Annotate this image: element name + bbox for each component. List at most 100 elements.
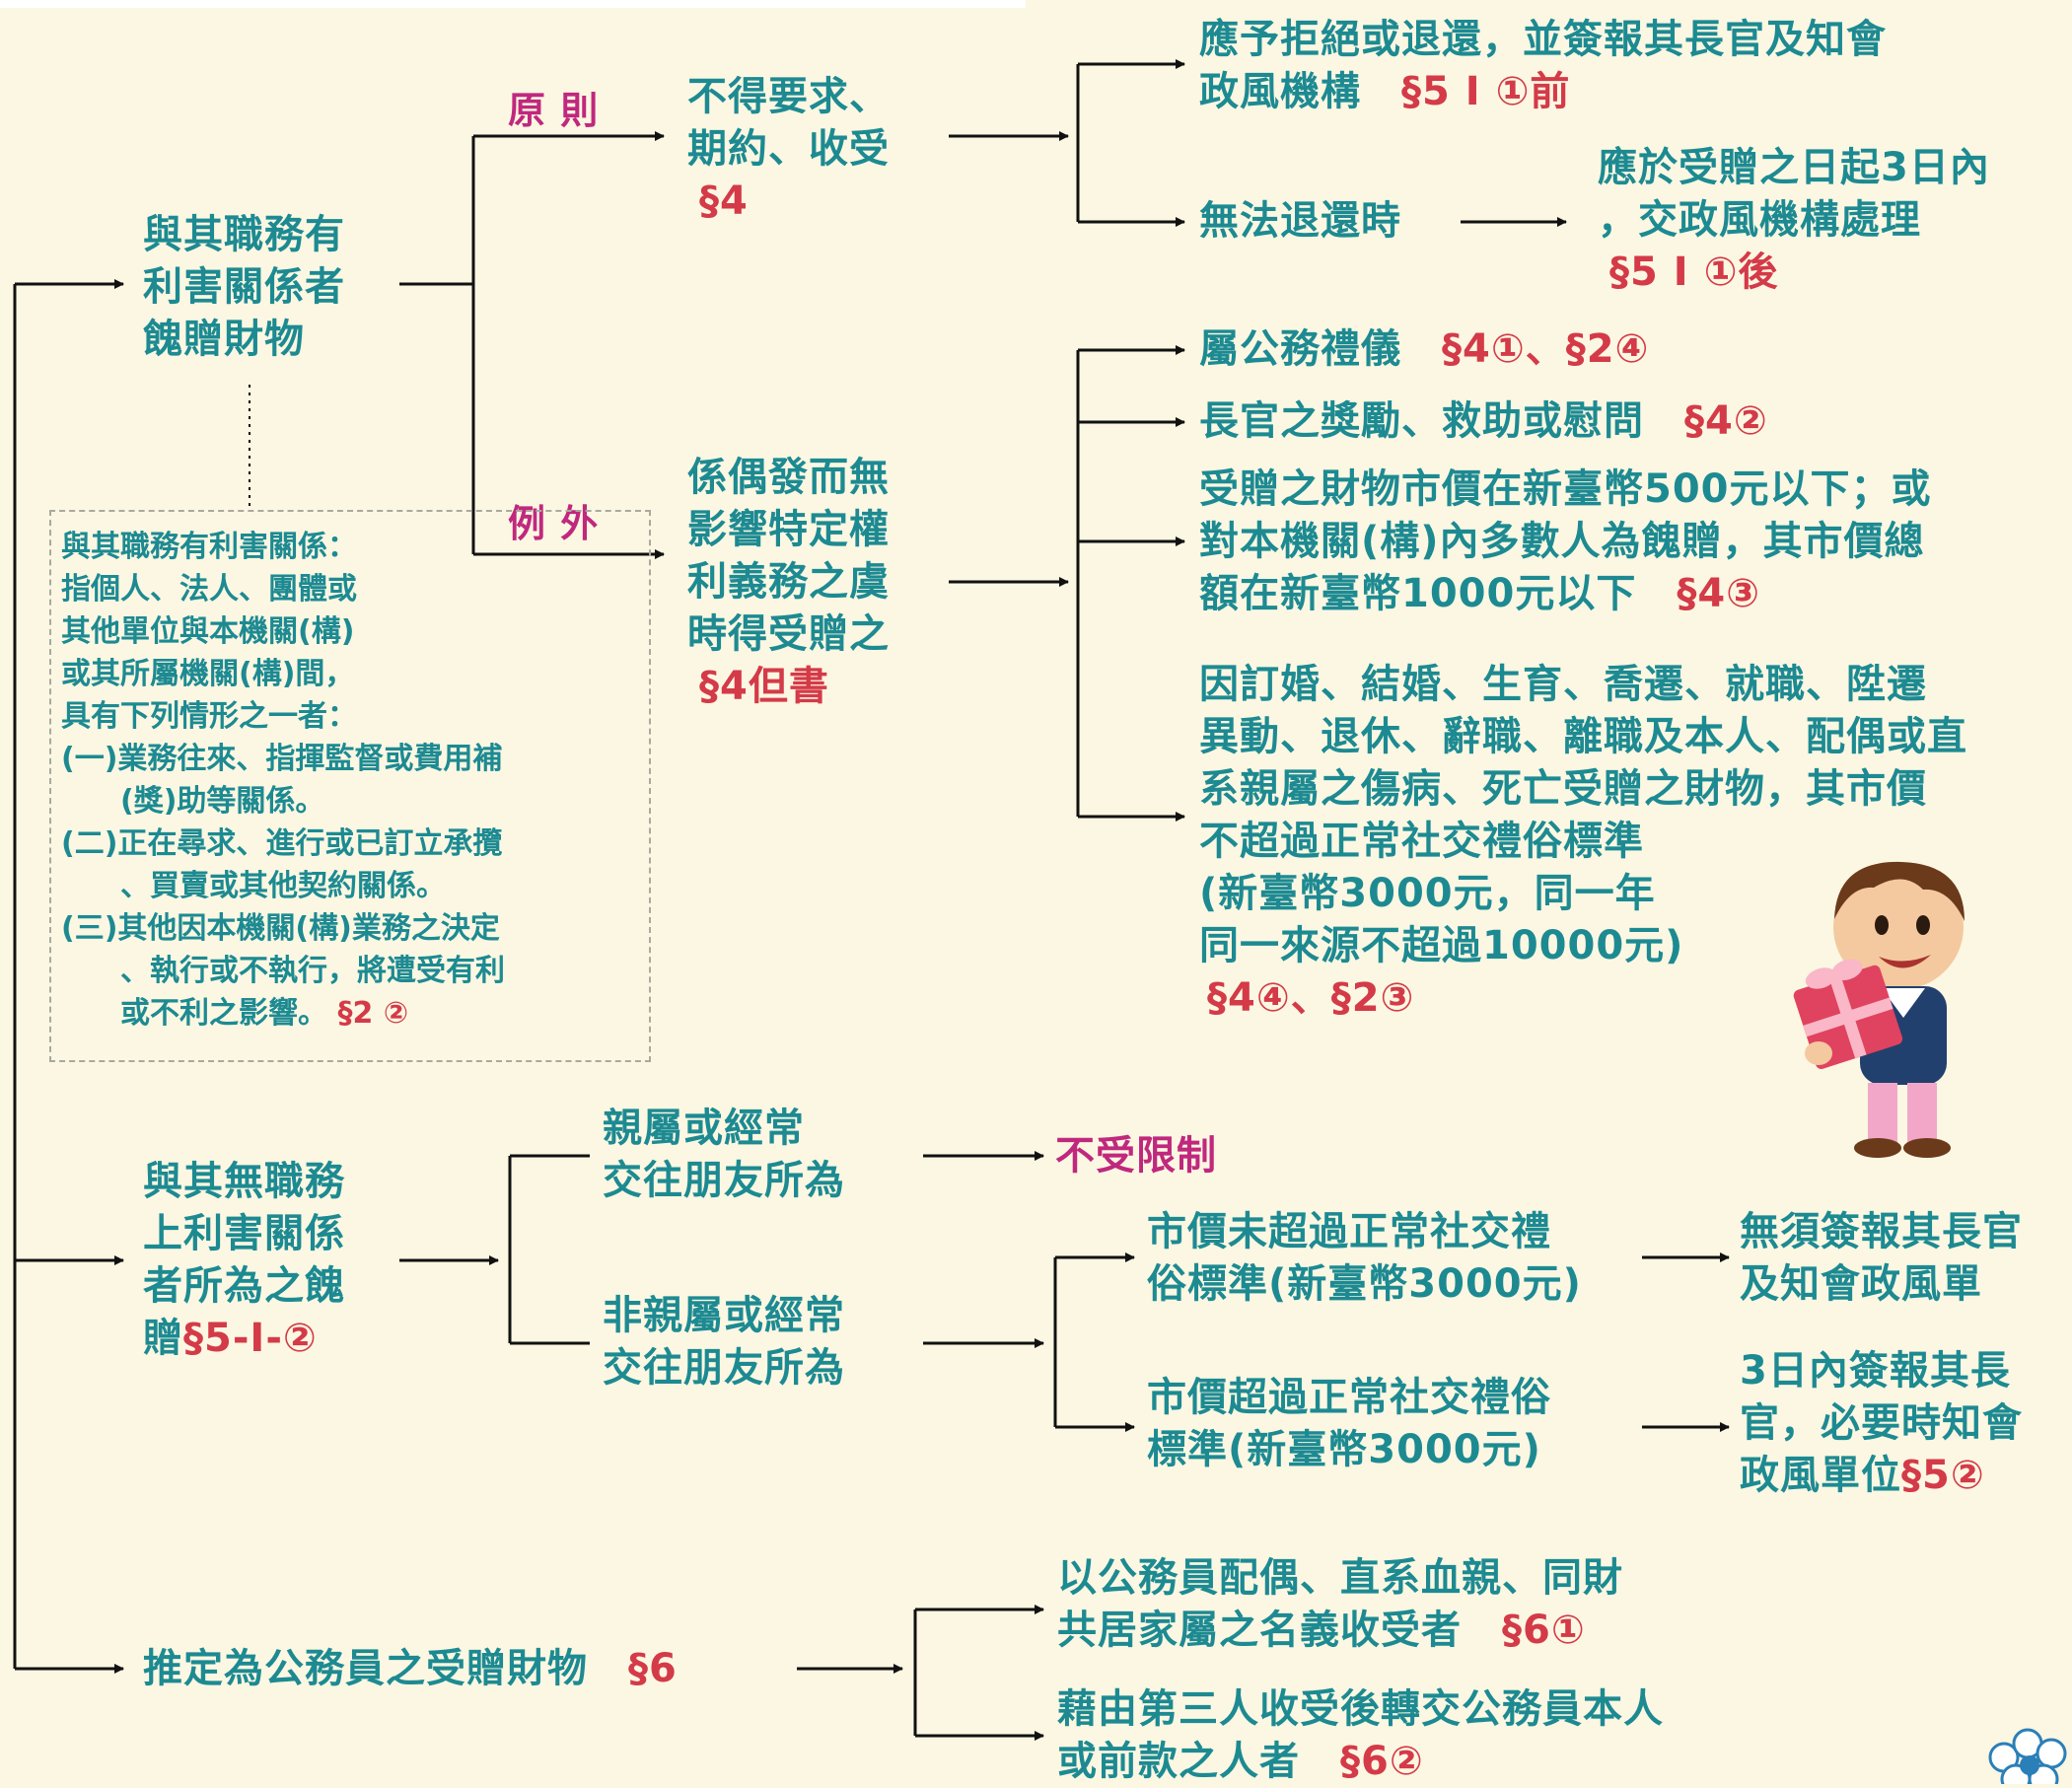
node-ref: §5 I ①前 (1401, 69, 1571, 114)
node-line: 因訂婚、結婚、生育、喬遷、就職、陞遷 (1199, 662, 1927, 707)
node-line: ，交政風機構處理 (1598, 197, 1921, 243)
exception-label: 例 外 (508, 502, 600, 545)
node-ref: §4 (699, 179, 749, 224)
node-line: 或前款之人者 §6② (1057, 1736, 1664, 1788)
node-line-text: 共居家屬之名義收受者 (1057, 1608, 1462, 1653)
node-line-text: 政風單位 (1740, 1453, 1901, 1498)
node-line: 餽贈財物 (143, 317, 305, 362)
definition-line: 、執行或不執行，將遭受有利 (61, 954, 505, 988)
definition-line: 具有下列情形之一者： (61, 699, 357, 734)
definition-line: 與其職務有利害關係： (61, 530, 357, 564)
node-line: 期約、收受 (687, 126, 890, 172)
definition-line: 或不利之影響。 §2 ② (61, 992, 505, 1035)
presumed-node: 推定為公務員之受贈財物 §6 (143, 1643, 678, 1695)
node-line: 不得要求、 (687, 74, 890, 119)
node-line: 非親屬或經常 (603, 1293, 845, 1338)
node-ref: §5② (1901, 1453, 1985, 1498)
node-line: 交往朋友所為 (603, 1345, 845, 1391)
report-node: 3日內簽報其長 官，必要時知會 政風單位§5② (1740, 1345, 2023, 1502)
node-line: 不超過正常社交禮俗標準 (1199, 819, 1644, 864)
presumed-ref: §6 (628, 1646, 678, 1691)
node-line: 時得受贈之 (687, 611, 890, 657)
node-line: 對本機關(構)內多數人為餽贈，其市價總 (1199, 519, 1925, 564)
refuse-node: 應予拒絕或退還，並簽報其長官及知會 政風機構 §5 I ①前 (1199, 14, 1887, 118)
node-line: 共居家屬之名義收受者 §6① (1057, 1605, 1623, 1657)
node-line: 以公務員配偶、直系血親、同財 (1057, 1555, 1623, 1601)
definition-ref: §2 ② (337, 996, 409, 1031)
node-ref: §6① (1502, 1608, 1586, 1653)
node-line: 3日內簽報其長 (1740, 1348, 2011, 1394)
node-line: 同一來源不超過10000元) (1199, 923, 1684, 968)
node-line: 利害關係者 (143, 264, 345, 310)
node-ref: §6② (1340, 1739, 1424, 1784)
node-ref: §4② (1684, 398, 1768, 444)
definition-line: (二)正在尋求、進行或已訂立承攬 (61, 826, 503, 861)
node-text: 長官之獎勵、救助或慰問 (1199, 398, 1644, 444)
node-line: 交往朋友所為 (603, 1158, 845, 1203)
node-line: 及知會政風單 (1740, 1261, 1982, 1307)
gift-no-interest-node: 與其無職務 上利害關係 者所為之餽 贈§5-I-② (143, 1156, 345, 1365)
node-ref: §4③ (1677, 571, 1761, 616)
under-value-node: 市價未超過正常社交禮 俗標準(新臺幣3000元) (1147, 1206, 1582, 1311)
node-last: 贈 (143, 1316, 183, 1361)
node-line: 受贈之財物市價在新臺幣500元以下；或 (1199, 466, 1932, 512)
flower-decoration-icon (1988, 1728, 2067, 1784)
node-line: 額在新臺幣1000元以下 §4③ (1199, 568, 1932, 620)
presumed-text: 推定為公務員之受贈財物 (143, 1646, 588, 1691)
node-line: 上利害關係 (143, 1211, 345, 1256)
node-line: 政風機構 §5 I ①前 (1199, 66, 1887, 118)
node-ref: §5 I ①後 (1609, 250, 1779, 295)
node-line: 利義務之虞 (687, 559, 890, 605)
definition-line: 其他單位與本機關(構) (61, 614, 355, 649)
boy-with-gift-illustration (1793, 861, 1965, 1158)
node-line: 應予拒絕或退還，並簽報其長官及知會 (1199, 17, 1887, 62)
no-report-node: 無須簽報其長官 及知會政風單 (1740, 1206, 2023, 1311)
spouse-node: 以公務員配偶、直系血親、同財 共居家屬之名義收受者 §6① (1057, 1552, 1623, 1657)
hand-over-node: 應於受贈之日起3日內 ，交政風機構處理 §5 I ①後 (1598, 142, 1990, 299)
node-line: 贈§5-I-② (143, 1313, 345, 1365)
node-ref: §4但書 (699, 664, 829, 709)
node-line: 政風單位§5② (1740, 1450, 2023, 1502)
definition-box (49, 510, 651, 1062)
relatives-node: 親屬或經常 交往朋友所為 (603, 1103, 845, 1207)
node-line: 藉由第三人收受後轉交公務員本人 (1057, 1686, 1664, 1732)
definition-line: (獎)助等關係。 (61, 784, 325, 819)
node-line: 係偶發而無 (687, 455, 890, 500)
node-line-text: 政風機構 (1199, 69, 1361, 114)
node-line: 應於受贈之日起3日內 (1598, 145, 1990, 190)
courtesy-node: 屬公務禮儀 §4①、§2④ (1199, 323, 1649, 376)
node-text: 屬公務禮儀 (1199, 326, 1401, 372)
definition-line: 、買賣或其他契約關係。 (61, 869, 446, 903)
definition-line: (一)業務往來、指揮監督或費用補 (61, 742, 503, 776)
exception-node: 係偶發而無 影響特定權 利義務之虞 時得受贈之 §4但書 (687, 452, 890, 713)
definition-last: 或不利之影響。 (61, 996, 327, 1031)
definition-line: (三)其他因本機關(構)業務之決定 (61, 911, 500, 946)
third-party-node: 藉由第三人收受後轉交公務員本人 或前款之人者 §6② (1057, 1683, 1664, 1788)
gift-interest-node: 與其職務有 利害關係者 餽贈財物 (143, 209, 345, 366)
definition-text: 與其職務有利害關係： 指個人、法人、團體或 其他單位與本機關(構) 或其所屬機關… (61, 526, 505, 1035)
over-value-node: 市價超過正常社交禮俗 標準(新臺幣3000元) (1147, 1372, 1551, 1476)
cannot-return-node: 無法退還時 (1199, 198, 1401, 244)
reward-node: 長官之獎勵、救助或慰問 §4② (1199, 395, 1768, 448)
node-line: 異動、退休、辭職、離職及本人、配偶或直 (1199, 714, 1967, 759)
node-line: 影響特定權 (687, 507, 890, 552)
non-relatives-node: 非親屬或經常 交往朋友所為 (603, 1290, 845, 1395)
occasion-node: 因訂婚、結婚、生育、喬遷、就職、陞遷 異動、退休、辭職、離職及本人、配偶或直 系… (1199, 659, 1967, 1025)
node-line: (新臺幣3000元，同一年 (1199, 871, 1656, 916)
node-line: 親屬或經常 (603, 1106, 805, 1151)
node-line: 俗標準(新臺幣3000元) (1147, 1261, 1582, 1307)
node-line: 市價未超過正常社交禮 (1147, 1209, 1551, 1254)
definition-line: 指個人、法人、團體或 (61, 572, 357, 607)
node-line: 標準(新臺幣3000元) (1147, 1427, 1541, 1472)
node-line: 官，必要時知會 (1740, 1400, 2023, 1446)
principle-node: 不得要求、 期約、收受 §4 (687, 71, 890, 228)
node-ref: §5-I-② (183, 1316, 318, 1361)
node-line-text: 或前款之人者 (1057, 1739, 1300, 1784)
node-ref: §4①、§2④ (1442, 326, 1650, 372)
node-ref: §4④、§2③ (1207, 975, 1415, 1021)
node-line: 市價超過正常社交禮俗 (1147, 1375, 1551, 1420)
node-line: 與其無職務 (143, 1159, 345, 1204)
node-line-text: 額在新臺幣1000元以下 (1199, 571, 1637, 616)
node-line: 無須簽報其長官 (1740, 1209, 2023, 1254)
